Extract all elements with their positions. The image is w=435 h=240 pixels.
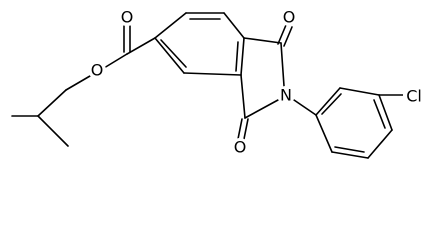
bond-ring-1 — [154, 12, 187, 39]
atom-o-imide-top: O — [280, 8, 298, 27]
bond-o-c-ester — [103, 53, 128, 69]
atom-label: Cl — [406, 87, 422, 106]
bond-imide-c1-n — [280, 42, 285, 87]
bond-ph-5 — [331, 151, 369, 159]
bond-ph-1-inner — [321, 93, 342, 115]
bond-ph-1 — [315, 87, 341, 116]
bond-ring-6-inner — [160, 39, 187, 68]
atom-o-imide-bottom: O — [231, 138, 249, 157]
bond-imide-top-co-a — [277, 24, 287, 45]
atom-o-ester: O — [88, 61, 106, 80]
bond-ch2-o — [65, 75, 91, 91]
bond-ch-ch2 — [37, 89, 67, 117]
bond-imide-bottom-co-b — [243, 118, 249, 140]
bond-ring-4 — [240, 37, 245, 76]
bond-n-phenyl — [293, 99, 317, 116]
bond-ring-6 — [154, 37, 185, 74]
bond-ring-5 — [183, 72, 242, 76]
atom-cl: Cl — [403, 86, 425, 106]
bond-imide-bottom-co-a — [237, 118, 243, 140]
chemical-structure-diagram: O O O N O Cl — [11, 7, 425, 159]
atom-label: N — [280, 86, 292, 105]
bond-ph-5-inner — [334, 146, 365, 153]
bond-imide-c2-n — [244, 99, 279, 119]
atom-label: O — [234, 138, 247, 157]
bond-ph-4 — [367, 129, 393, 159]
bond-lines — [11, 12, 405, 159]
bond-ph-3 — [378, 94, 393, 131]
bond-ester-ring — [126, 37, 156, 55]
atom-o-carbonyl-ester: O — [118, 8, 136, 27]
bond-imide-top-co-b — [283, 26, 293, 47]
bond-ring-3 — [223, 12, 245, 39]
bond-ph-6 — [315, 114, 333, 153]
atom-label: O — [283, 8, 296, 27]
bond-ph-2 — [339, 87, 380, 96]
atom-label: O — [121, 8, 134, 27]
bond-ring-4-inner — [235, 41, 239, 72]
bond-imide-c1 — [243, 37, 282, 44]
atom-labels: O O O N O Cl — [88, 8, 425, 157]
atom-label: O — [91, 61, 104, 80]
atom-n-imide: N — [277, 86, 295, 105]
bond-imide-c2-ring — [240, 74, 246, 119]
bond-ph-3-inner — [373, 99, 386, 129]
bond-methyl-lower — [37, 115, 69, 147]
